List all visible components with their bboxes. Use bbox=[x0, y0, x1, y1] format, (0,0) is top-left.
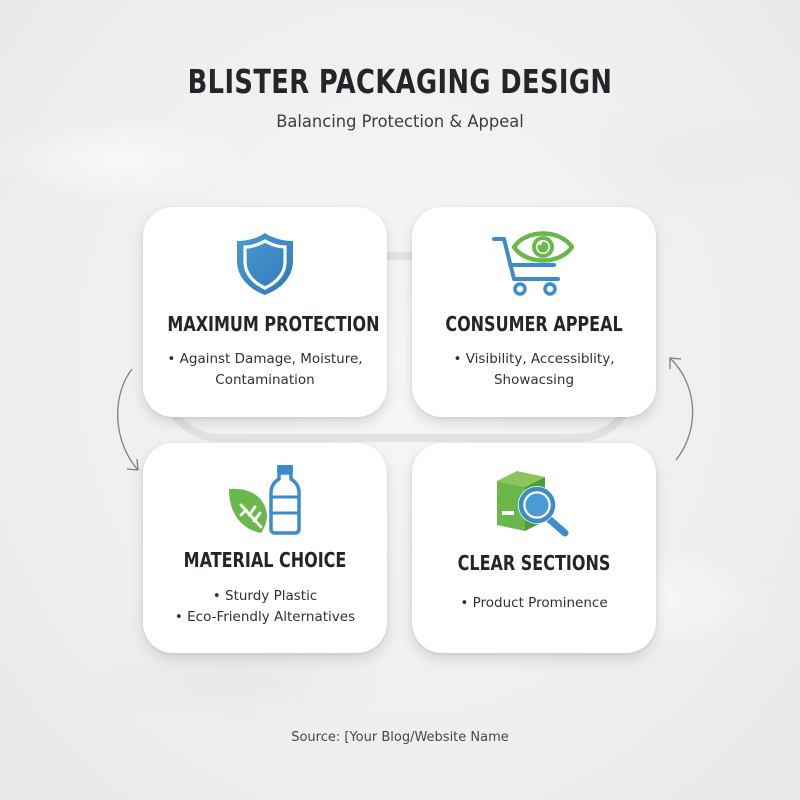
card-clear-sections: CLEAR SECTIONS • Product Prominence bbox=[412, 443, 656, 653]
card-maximum-protection: MAXIMUM PROTECTION • Against Damage, Moi… bbox=[143, 207, 387, 417]
curved-arrow-down-icon bbox=[117, 368, 139, 471]
card-title: MAXIMUM PROTECTION bbox=[167, 312, 380, 336]
bullet-text: • Against Damage, Moisture, bbox=[167, 351, 363, 367]
page-subtitle: Balancing Protection & Appeal bbox=[276, 112, 524, 132]
bullet-text: • Product Prominence bbox=[460, 595, 608, 611]
card-title: MATERIAL CHOICE bbox=[183, 548, 347, 572]
box-magnifier-icon bbox=[412, 469, 656, 539]
card-title: CONSUMER APPEAL bbox=[445, 312, 623, 336]
bullet-text: Contamination bbox=[215, 372, 315, 388]
cart-eye-icon bbox=[412, 231, 656, 297]
card-bullets: • Product Prominence bbox=[412, 593, 656, 614]
card-material-choice: MATERIAL CHOICE • Sturdy Plastic • Eco-F… bbox=[143, 443, 387, 653]
card-consumer-appeal: CONSUMER APPEAL • Visibility, Accessibli… bbox=[412, 207, 656, 417]
shield-icon bbox=[143, 231, 387, 297]
bullet-text: • Visibility, Accessiblity, bbox=[453, 351, 615, 367]
card-bullets: • Visibility, Accessiblity, Showacsing bbox=[412, 349, 656, 391]
page-title: BLISTER PACKAGING DESIGN bbox=[187, 62, 613, 101]
bullet-text: • Eco-Friendly Alternatives bbox=[174, 609, 356, 625]
curved-arrow-up-icon bbox=[669, 357, 694, 461]
leaf-bottle-icon bbox=[143, 463, 387, 535]
bullet-text: • Sturdy Plastic bbox=[212, 588, 318, 604]
card-bullets: • Against Damage, Moisture, Contaminatio… bbox=[143, 349, 387, 391]
source-credit: Source: [Your Blog/Website Name bbox=[291, 730, 509, 745]
card-bullets: • Sturdy Plastic • Eco-Friendly Alternat… bbox=[143, 586, 387, 628]
bullet-text: Showacsing bbox=[493, 372, 575, 388]
card-title: CLEAR SECTIONS bbox=[457, 551, 611, 575]
